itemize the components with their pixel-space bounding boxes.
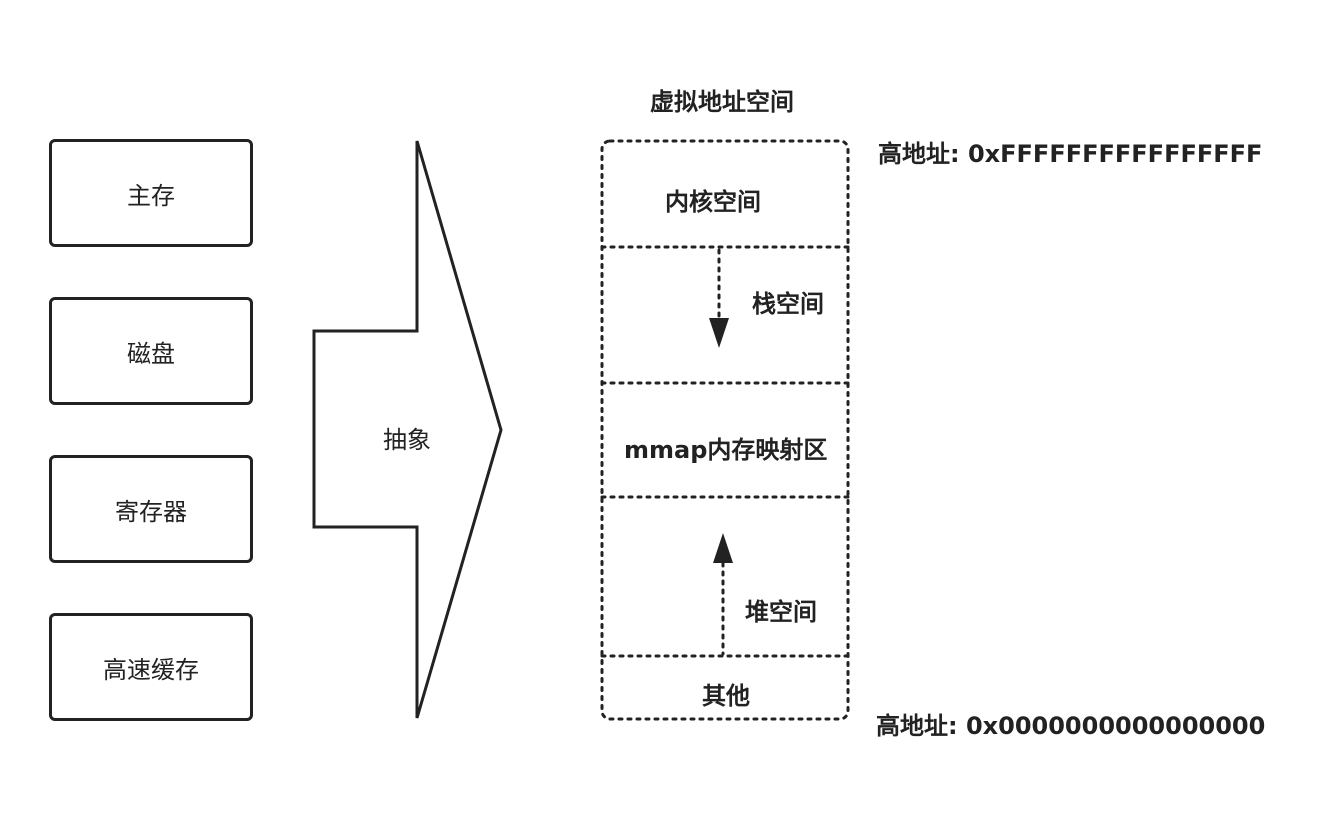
- stack-growth-arrowhead: [709, 318, 729, 348]
- address-space-title: 虚拟地址空间: [650, 88, 794, 116]
- disk-label: 磁盘: [127, 339, 175, 368]
- heap-growth-arrowhead: [713, 533, 733, 563]
- main-memory-label: 主存: [127, 181, 175, 210]
- box-disk: 磁盘: [49, 297, 253, 405]
- abstraction-arrow: [312, 140, 503, 719]
- segment-other-label: 其他: [702, 682, 750, 710]
- segment-heap-label: 堆空间: [745, 598, 817, 626]
- box-main-memory: 主存: [49, 139, 253, 247]
- high-address-label: 高地址: 0xFFFFFFFFFFFFFFFF: [878, 140, 1263, 168]
- segment-mmap-label: mmap内存映射区: [624, 436, 828, 464]
- segment-kernel-label: 内核空间: [665, 188, 761, 216]
- address-space-outline: [600, 139, 850, 721]
- low-address-label: 高地址: 0x0000000000000000: [876, 712, 1266, 740]
- cache-label: 高速缓存: [103, 655, 199, 684]
- box-cache: 高速缓存: [49, 613, 253, 721]
- box-register: 寄存器: [49, 455, 253, 563]
- register-label: 寄存器: [115, 497, 187, 526]
- abstraction-label: 抽象: [383, 426, 431, 454]
- segment-stack-label: 栈空间: [752, 290, 824, 318]
